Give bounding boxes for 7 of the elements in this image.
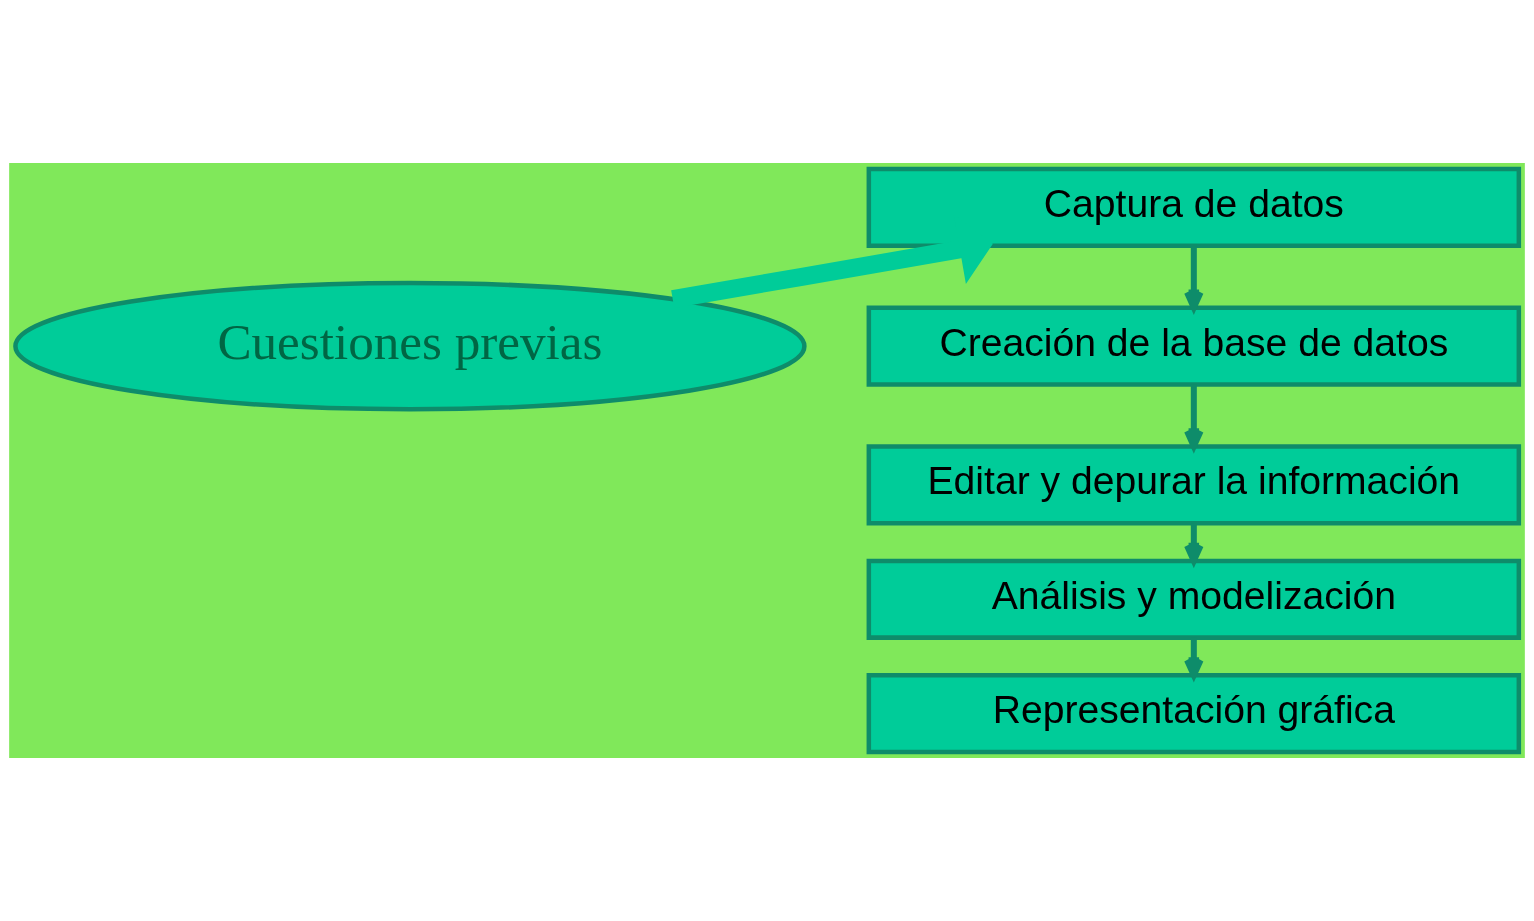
- node-box: Análisis y modelización: [866, 558, 1522, 640]
- node-box: Editar y depurar la información: [866, 444, 1522, 526]
- arrow: [1184, 523, 1204, 565]
- node-box: Creación de la base de datos: [866, 305, 1522, 387]
- node-box: Representación gráfica: [866, 673, 1522, 755]
- node-ellipse: Cuestiones previas: [13, 280, 807, 412]
- node-box: Captura de datos: [866, 166, 1522, 248]
